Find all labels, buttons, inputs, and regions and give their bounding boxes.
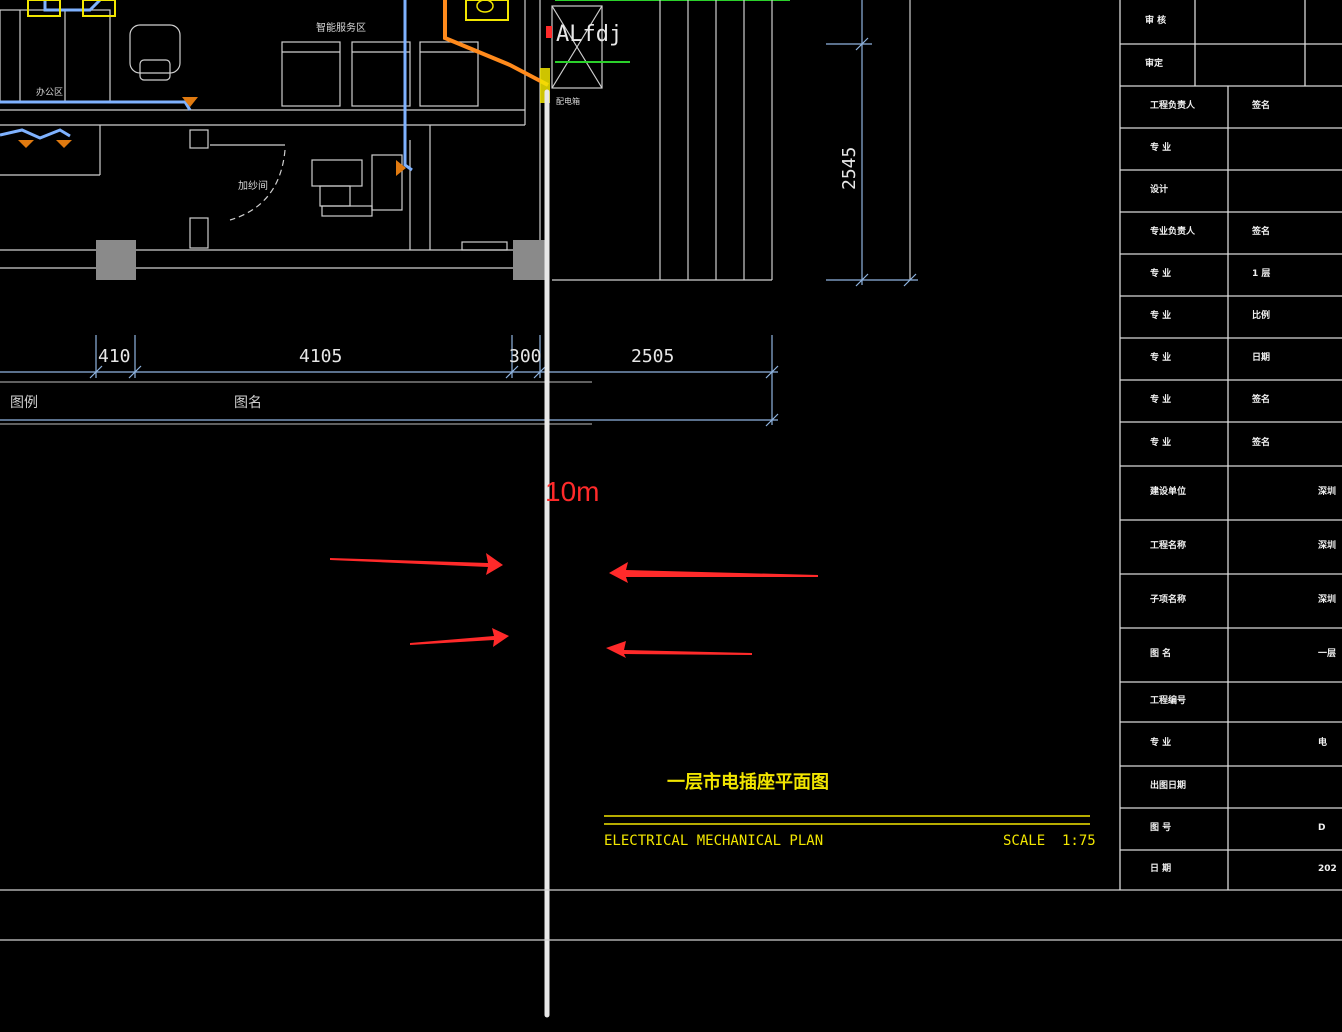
arrow-right-1 — [330, 553, 503, 575]
title-block-label: 专 业 — [1150, 143, 1172, 153]
title-block-grid — [1119, 0, 1342, 890]
title-block-value: 签名 — [1252, 438, 1271, 448]
title-block-label: 工程负责人 — [1150, 101, 1196, 111]
title-block-label: 专 业 — [1150, 438, 1172, 448]
title-block-value: 签名 — [1252, 227, 1271, 237]
panel-box — [551, 5, 603, 89]
title-block-label: 出图日期 — [1150, 781, 1187, 791]
title-block-top-label: 审定 — [1145, 59, 1164, 69]
column-2 — [513, 240, 549, 280]
legend-label: 图例 — [10, 395, 38, 411]
floor-plan — [0, 0, 545, 269]
stair-lines — [552, 0, 911, 281]
title-block-label: 专 业 — [1150, 395, 1172, 405]
title-block-label: 专业负责人 — [1150, 227, 1196, 237]
title-block-value: 一层 — [1318, 649, 1337, 659]
blue-wiring — [0, 0, 413, 172]
plan-title-en: ELECTRICAL MECHANICAL PLAN — [604, 833, 824, 849]
scale-label: SCALE — [1003, 833, 1046, 849]
red-marker — [546, 26, 552, 38]
title-block-value: 202 — [1318, 864, 1337, 874]
dimension-label-410: 410 — [98, 346, 131, 367]
room-label-office: 办公区 — [36, 88, 64, 98]
title-block-label: 专 业 — [1150, 269, 1172, 279]
panel-note: 配电箱 — [556, 97, 580, 106]
title-block-label: 专 业 — [1150, 738, 1172, 748]
dimension-label-2505: 2505 — [631, 346, 675, 367]
dimension-label-2545: 2545 — [839, 146, 860, 190]
title-block-label: 工程名称 — [1150, 541, 1187, 551]
title-block-value: 比例 — [1252, 311, 1271, 321]
title-block-label: 专 业 — [1150, 311, 1172, 321]
panel-tag: ALfdj — [556, 22, 623, 47]
frame-lines — [0, 889, 1342, 941]
title-block-value: D — [1318, 823, 1326, 833]
yellow-fixtures — [27, 0, 550, 103]
arrow-left-1 — [609, 562, 818, 583]
title-block-value: 签名 — [1252, 395, 1271, 405]
title-underlines — [604, 815, 1090, 825]
arrow-right-2 — [410, 628, 509, 647]
title-block-value: 日期 — [1252, 353, 1271, 363]
dimension-horizontal — [0, 335, 779, 427]
title-block-value: 1 层 — [1252, 269, 1271, 279]
dimension-label-4105: 4105 — [299, 346, 343, 367]
title-block-label: 日 期 — [1150, 864, 1172, 874]
annotation-arrows — [330, 553, 818, 658]
title-block-value: 深圳 — [1318, 487, 1337, 497]
dimension-vertical — [826, 0, 918, 287]
title-block-label: 工程编号 — [1150, 696, 1187, 706]
title-block-label: 图 名 — [1150, 649, 1172, 659]
room-label-service: 智能服务区 — [316, 23, 366, 34]
orange-fixtures — [18, 97, 406, 176]
title-block-label: 专 业 — [1150, 353, 1172, 363]
title-block-value: 深圳 — [1318, 541, 1337, 551]
title-block-value: 签名 — [1252, 101, 1271, 111]
title-block-label: 图 号 — [1150, 823, 1172, 833]
title-block-value: 电 — [1318, 738, 1328, 748]
title-block-label: 建设单位 — [1150, 487, 1187, 497]
arrow-left-2 — [606, 641, 752, 658]
title-block-top-label: 审 核 — [1145, 16, 1167, 26]
title-block-label: 设计 — [1150, 185, 1169, 195]
plan-title-cn: 一层市电插座平面图 — [667, 772, 829, 793]
room-label-yarn: 加纱间 — [238, 181, 268, 192]
orange-wiring — [443, 0, 549, 87]
name-label: 图名 — [234, 395, 262, 411]
title-block-value: 深圳 — [1318, 595, 1337, 605]
measure-label: 10m — [545, 476, 600, 507]
dimension-label-300: 300 — [509, 346, 542, 367]
title-block-label: 子项名称 — [1150, 595, 1187, 605]
scale-value: 1:75 — [1062, 833, 1096, 849]
column-1 — [96, 240, 136, 280]
